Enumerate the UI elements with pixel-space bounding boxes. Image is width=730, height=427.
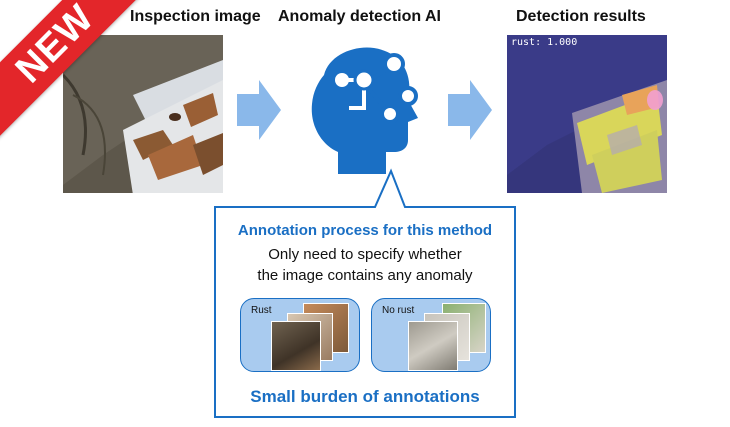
annotation-footer: Small burden of annotations bbox=[250, 387, 480, 406]
annotation-text-line1: Only need to specify whether bbox=[268, 246, 462, 263]
no-rust-thumbnail bbox=[408, 321, 458, 371]
rust-group-label: Rust bbox=[251, 305, 272, 316]
rust-sample-group: Rust bbox=[240, 298, 360, 372]
detection-score-label: rust: 1.000 bbox=[511, 37, 578, 48]
no-rust-group-label: No rust bbox=[382, 305, 415, 316]
annotation-callout bbox=[214, 168, 516, 418]
ai-head-icon bbox=[311, 47, 418, 174]
right-arrow-icon bbox=[448, 80, 492, 140]
inspection-image bbox=[63, 35, 223, 193]
ai-title: Anomaly detection AI bbox=[278, 8, 441, 25]
annotation-title: Annotation process for this method bbox=[237, 222, 493, 239]
results-title: Detection results bbox=[516, 8, 646, 25]
right-arrow-icon bbox=[237, 80, 281, 140]
no-rust-sample-group: No rust bbox=[371, 298, 491, 372]
rust-thumbnail bbox=[271, 321, 321, 371]
inspection-image-title: Inspection image bbox=[130, 8, 261, 25]
annotation-text-line2: the image contains any anomaly bbox=[257, 267, 473, 284]
detection-result-image: rust: 1.000 bbox=[507, 35, 667, 193]
